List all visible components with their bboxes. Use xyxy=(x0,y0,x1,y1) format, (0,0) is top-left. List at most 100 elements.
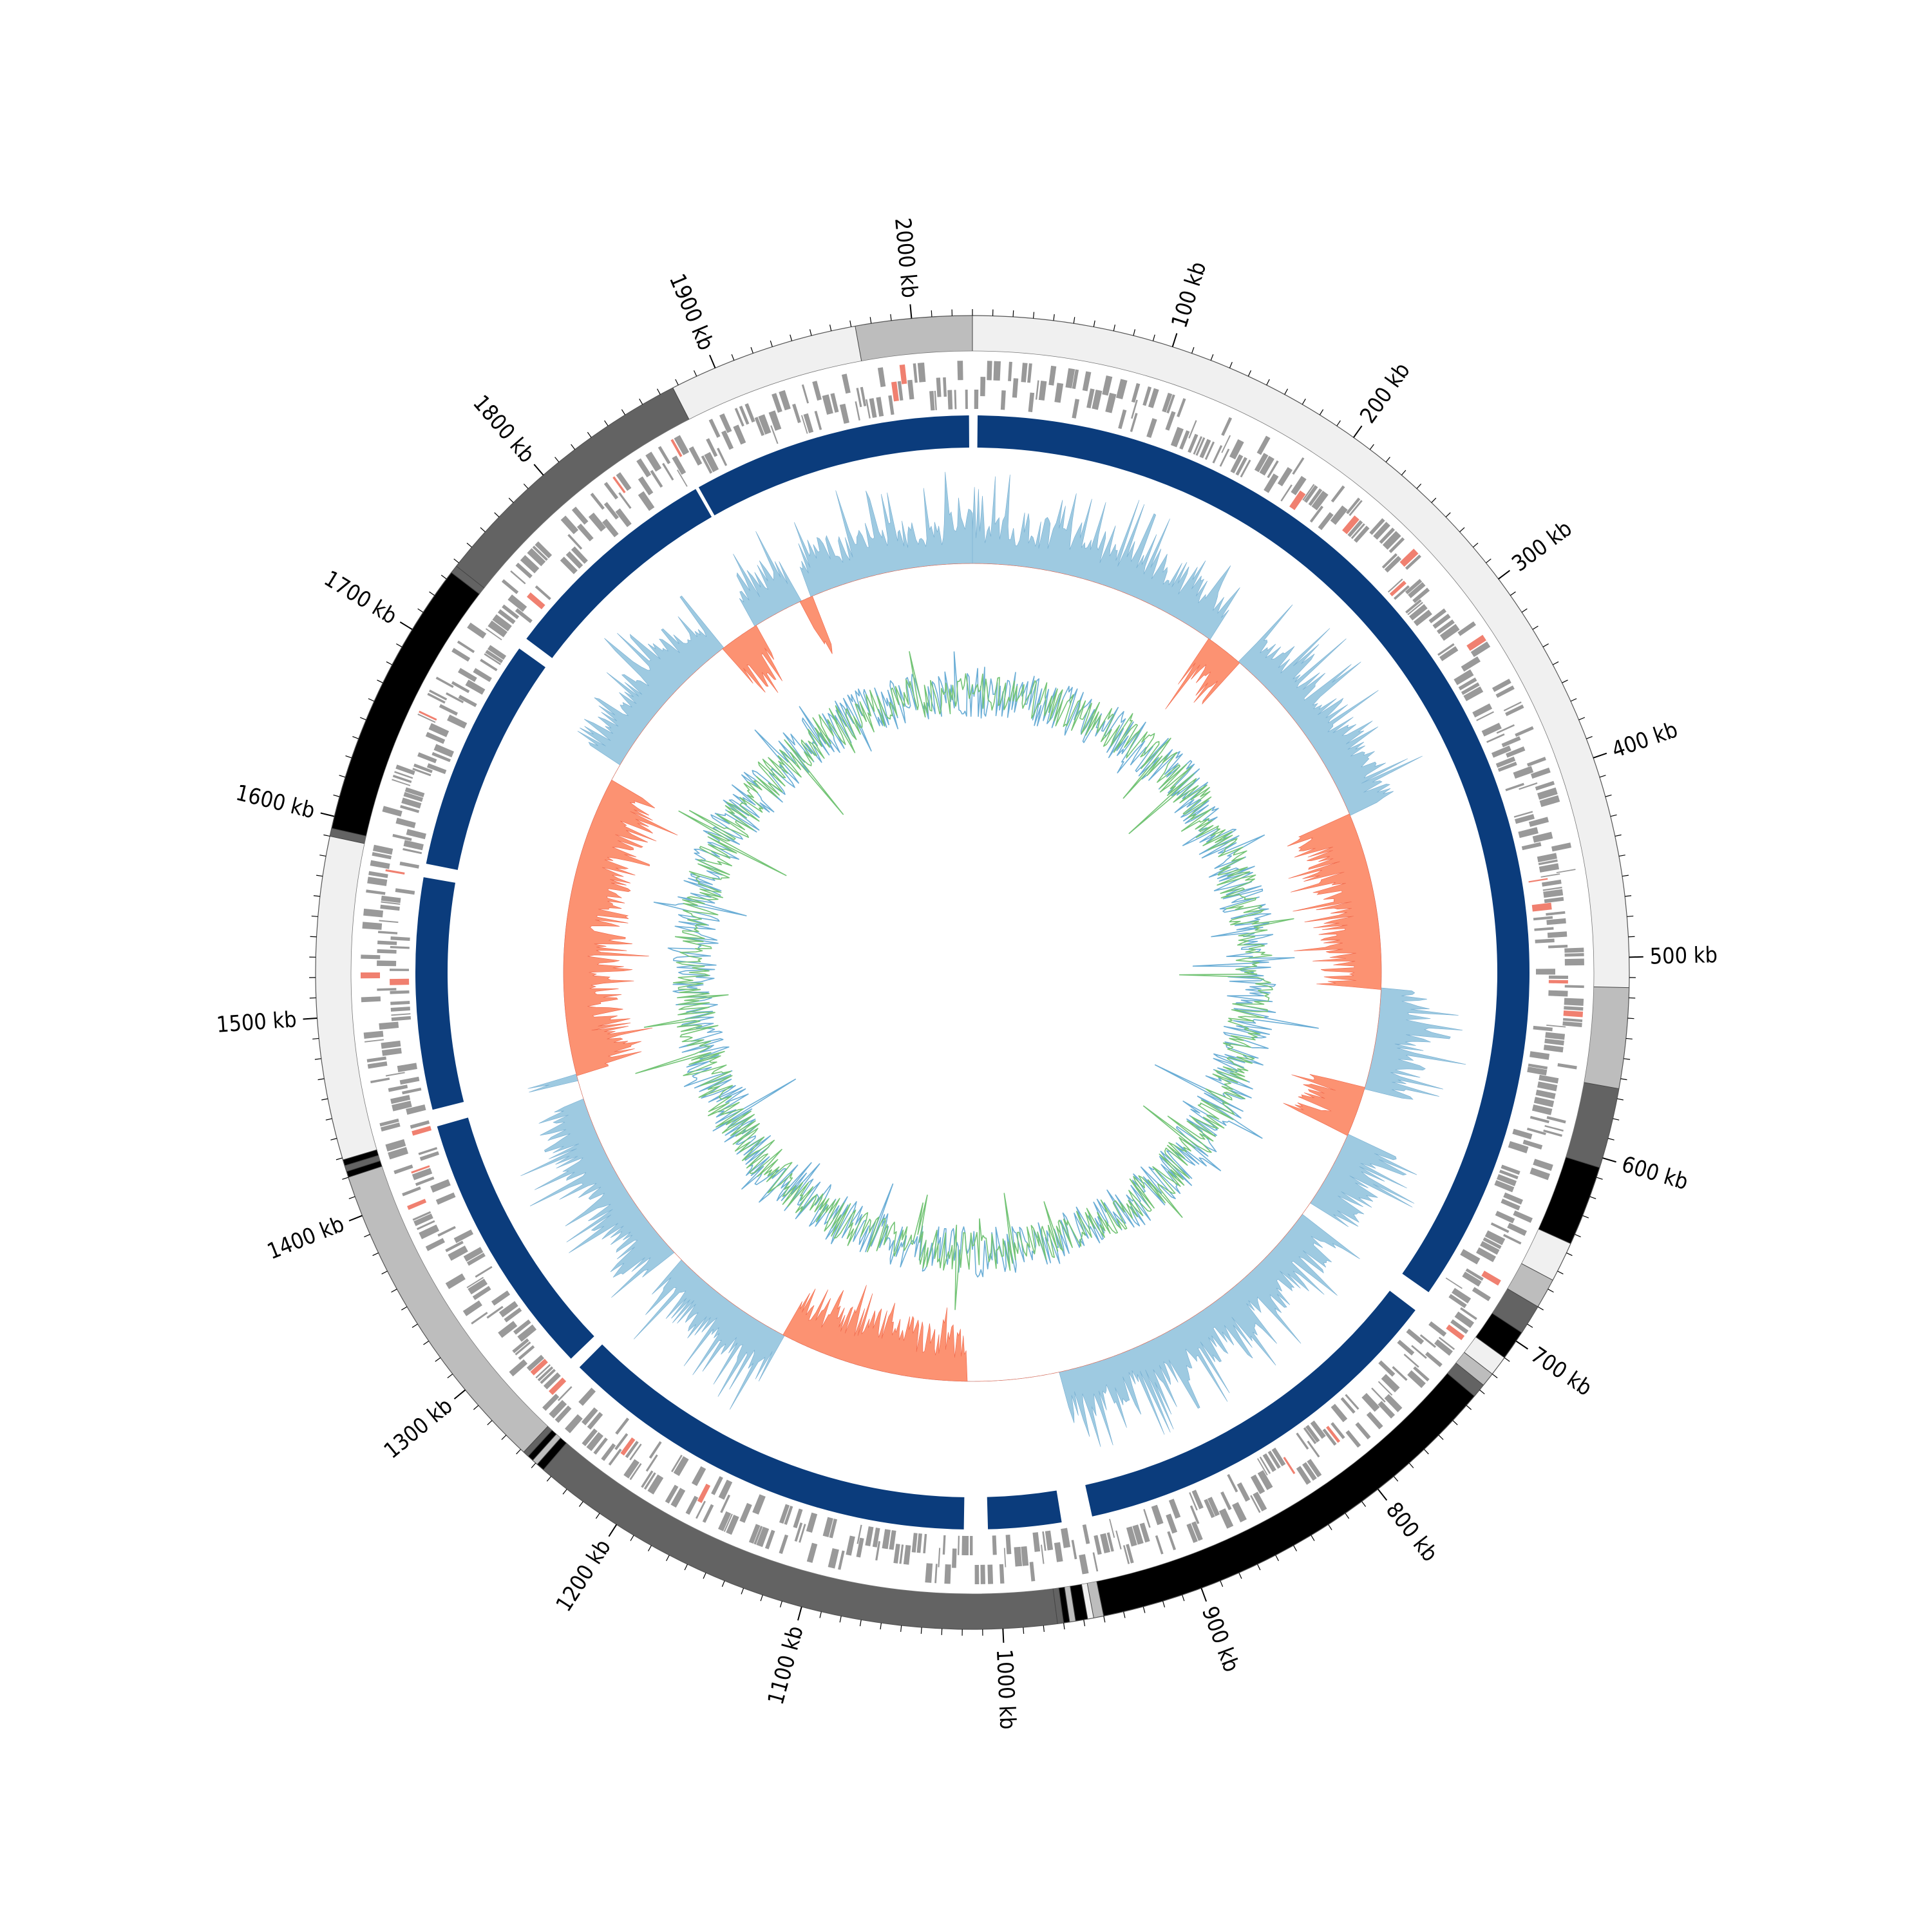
gene-feature xyxy=(1384,1394,1403,1412)
contig-boundary xyxy=(527,1430,553,1457)
gene-feature xyxy=(1302,1462,1317,1481)
minor-tick xyxy=(1589,1196,1596,1200)
gene-feature xyxy=(1494,1180,1515,1193)
gene-feature xyxy=(1254,453,1269,473)
gene-feature xyxy=(418,1147,438,1155)
gene-feature xyxy=(417,752,437,764)
gene-feature xyxy=(512,1338,529,1354)
gene-feature xyxy=(1188,420,1197,439)
gene-feature xyxy=(1082,1524,1090,1544)
gene-feature xyxy=(1392,1366,1408,1381)
contig-boundary xyxy=(855,326,862,361)
gene-feature xyxy=(1126,1544,1134,1564)
gene-feature xyxy=(697,1483,711,1503)
gene-feature xyxy=(1482,1237,1502,1249)
minor-tick xyxy=(1582,1215,1589,1218)
major-tick xyxy=(533,464,544,476)
gene-feature xyxy=(413,1213,433,1226)
gene-feature xyxy=(1302,484,1315,501)
gene-feature xyxy=(1195,437,1206,456)
gene-feature xyxy=(711,1476,723,1495)
gene-feature xyxy=(447,714,468,729)
gene-feature xyxy=(1229,439,1244,460)
gene-feature xyxy=(923,1533,927,1554)
minor-tick xyxy=(1557,1271,1564,1274)
gene-feature xyxy=(388,1146,409,1160)
gene-feature xyxy=(1460,1249,1481,1265)
gene-feature xyxy=(614,1433,629,1450)
gene-feature xyxy=(865,1526,874,1546)
gene-feature xyxy=(1531,1104,1553,1115)
gene-feature xyxy=(368,871,388,878)
gene-feature xyxy=(829,1519,838,1539)
minor-tick xyxy=(310,936,317,938)
minor-tick xyxy=(839,1616,842,1623)
gene-feature xyxy=(1448,1294,1467,1309)
gene-feature xyxy=(548,1378,567,1396)
gene-feature xyxy=(999,1564,1005,1584)
contig-segment xyxy=(1521,1229,1571,1280)
tick-label: 1600 kb xyxy=(233,780,317,824)
minor-tick xyxy=(703,1572,706,1579)
gene-feature xyxy=(567,534,583,550)
gene-feature xyxy=(944,1564,951,1584)
gene-feature xyxy=(1142,386,1152,406)
minor-tick xyxy=(317,1078,325,1081)
gene-feature xyxy=(719,413,732,433)
gene-feature xyxy=(618,492,632,509)
gene-feature xyxy=(1403,1354,1419,1368)
gene-feature xyxy=(938,1548,941,1567)
gene-feature xyxy=(822,1517,833,1537)
gene-feature xyxy=(1340,1397,1356,1414)
minor-tick xyxy=(920,1627,922,1634)
gene-feature xyxy=(1331,1403,1348,1423)
gene-feature xyxy=(1496,724,1515,734)
gene-feature xyxy=(385,1139,406,1151)
gene-feature xyxy=(515,608,533,623)
gene-feature xyxy=(860,386,867,407)
minor-tick xyxy=(323,834,330,837)
gene-feature xyxy=(1512,1128,1533,1140)
gene-feature xyxy=(1126,1526,1137,1547)
minor-tick xyxy=(562,1488,567,1495)
gene-feature xyxy=(974,390,979,410)
gene-feature xyxy=(1253,1492,1267,1511)
gene-feature xyxy=(1250,1495,1261,1513)
gene-feature xyxy=(1533,1159,1553,1171)
gene-feature xyxy=(406,1104,426,1115)
gene-feature xyxy=(1296,1466,1311,1485)
contig-segment xyxy=(533,1434,561,1464)
contig-boundary xyxy=(523,1426,549,1453)
gene-feature xyxy=(739,405,750,425)
gene-feature xyxy=(392,779,411,786)
gene-feature xyxy=(1204,441,1215,460)
gene-feature xyxy=(370,860,390,869)
gene-feature xyxy=(1189,1505,1200,1524)
gene-feature xyxy=(1542,879,1562,887)
minor-tick xyxy=(1492,1374,1498,1379)
major-tick xyxy=(453,1389,466,1399)
gene-feature xyxy=(446,692,464,704)
gene-feature xyxy=(425,1238,445,1251)
minor-tick xyxy=(1628,936,1635,938)
gene-feature xyxy=(838,1550,845,1570)
minor-tick xyxy=(1578,717,1586,721)
gene-feature xyxy=(893,1544,900,1564)
gene-feature xyxy=(1381,1374,1400,1393)
contig-segment xyxy=(1538,1157,1600,1244)
gene-feature xyxy=(466,1276,484,1289)
gene-feature xyxy=(877,367,886,388)
gene-feature xyxy=(855,401,860,421)
gene-feature xyxy=(779,1504,790,1524)
contig-segment xyxy=(1081,1583,1094,1620)
gene-feature xyxy=(587,1412,603,1430)
gene-feature xyxy=(1457,621,1476,636)
gene-feature xyxy=(1000,390,1006,410)
gene-feature xyxy=(1393,585,1410,600)
major-tick xyxy=(709,354,716,368)
minor-tick xyxy=(675,379,679,386)
gene-feature xyxy=(426,763,447,775)
gene-feature xyxy=(492,614,512,632)
gene-feature xyxy=(1548,990,1568,997)
gene-feature xyxy=(1463,686,1484,701)
